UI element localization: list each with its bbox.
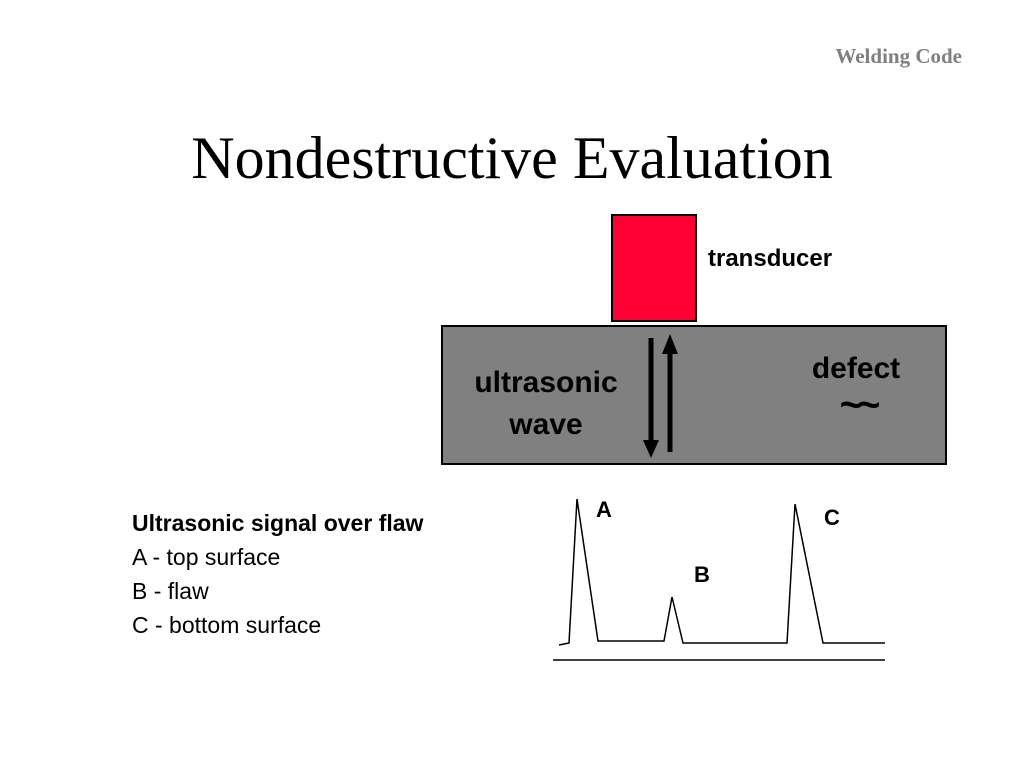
defect-label: defect bbox=[812, 352, 900, 385]
legend-heading: Ultrasonic signal over flaw bbox=[132, 510, 424, 536]
defect-symbol: ~~ bbox=[840, 383, 879, 427]
wave-arrows bbox=[643, 334, 678, 458]
up-arrowhead bbox=[662, 334, 678, 354]
signal-trace bbox=[558, 498, 885, 646]
legend-item-a: A - top surface bbox=[132, 544, 281, 570]
material-block bbox=[441, 325, 947, 465]
wave-label-line1: ultrasonic bbox=[474, 366, 617, 399]
wave-label-line2: wave bbox=[508, 408, 582, 441]
signal-legend: Ultrasonic signal over flaw A - top surf… bbox=[132, 506, 423, 642]
legend-item-c: C - bottom surface bbox=[132, 612, 322, 638]
legend-item-b: B - flaw bbox=[132, 578, 209, 604]
transducer bbox=[611, 214, 697, 322]
peak-label-c: C bbox=[824, 505, 840, 530]
peak-label-a: A bbox=[596, 497, 612, 522]
slide-title: Nondestructive Evaluation bbox=[191, 125, 833, 191]
transducer-label: transducer bbox=[708, 245, 832, 272]
header-tag: Welding Code bbox=[835, 44, 962, 68]
down-arrowhead bbox=[643, 440, 659, 458]
peak-label-b: B bbox=[694, 562, 710, 587]
